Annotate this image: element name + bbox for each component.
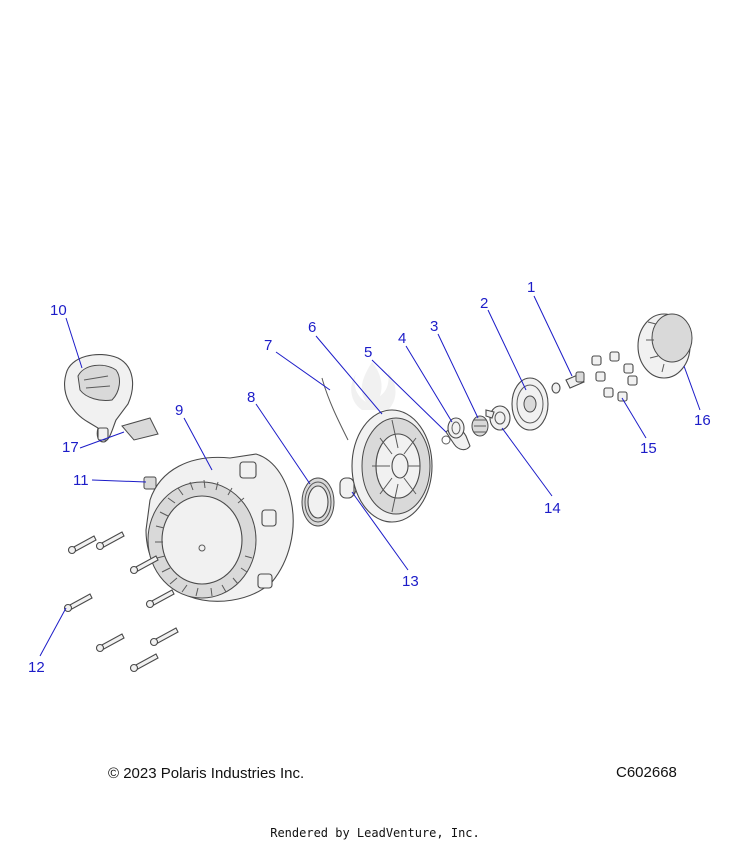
callout-7[interactable]: 7 [264, 337, 272, 354]
leader-16 [683, 365, 701, 411]
watermark-flame-logo [351, 362, 396, 410]
leader-12 [39, 607, 67, 657]
part-16-cup [637, 313, 693, 379]
watermark [351, 362, 396, 410]
leader-17 [79, 431, 125, 449]
part-13-spacer [339, 477, 357, 499]
callout-13[interactable]: 13 [402, 573, 419, 590]
callout-6[interactable]: 6 [308, 319, 316, 336]
callout-4[interactable]: 4 [398, 330, 406, 347]
leader-2 [487, 309, 527, 391]
part-4-spring-clip [447, 417, 465, 439]
part-10-handle [64, 354, 134, 443]
leader-3 [437, 333, 479, 419]
callout-2[interactable]: 2 [480, 295, 488, 312]
leader-7 [275, 351, 331, 391]
part-2-friction-plate [511, 377, 549, 431]
leader-10 [65, 317, 83, 369]
callout-3[interactable]: 3 [430, 318, 438, 335]
leader-5 [371, 359, 447, 433]
part-7-rope [321, 377, 349, 441]
leader-4 [405, 345, 453, 423]
callout-9[interactable]: 9 [175, 402, 183, 419]
callout-1[interactable]: 1 [527, 279, 535, 296]
callout-14[interactable]: 14 [544, 500, 561, 517]
part-9-housing [145, 453, 294, 602]
callout-labels: 1 2 3 4 5 6 7 8 9 10 11 12 13 14 15 16 1… [28, 279, 711, 676]
leader-8 [255, 403, 311, 485]
leader-6 [315, 335, 383, 415]
part-12-screws [63, 531, 179, 673]
part-14-retainer [485, 405, 511, 431]
diagram-id: C602668 [616, 764, 677, 781]
part-15-nuts [591, 351, 638, 402]
leader-1 [533, 295, 573, 377]
callout-10[interactable]: 10 [50, 302, 67, 319]
leader-lines [39, 295, 701, 657]
leader-15 [621, 397, 647, 439]
part-1-bolt [551, 371, 585, 394]
callout-8[interactable]: 8 [247, 389, 255, 406]
callout-12[interactable]: 12 [28, 659, 45, 676]
callout-15[interactable]: 15 [640, 440, 657, 457]
callout-5[interactable]: 5 [364, 344, 372, 361]
part-6-pulley [351, 409, 433, 523]
callout-17[interactable]: 17 [62, 439, 79, 456]
leader-11 [91, 479, 147, 483]
leader-13 [351, 491, 409, 571]
callout-11[interactable]: 11 [73, 472, 89, 489]
leader-14 [501, 427, 553, 497]
part-17-insert [121, 417, 159, 441]
callout-16[interactable]: 16 [694, 412, 711, 429]
rendered-by-notice: Rendered by LeadVenture, Inc. [270, 826, 480, 840]
part-8-spring [301, 477, 335, 527]
leader-9 [183, 417, 213, 471]
part-11-bushing [143, 476, 157, 490]
copyright-notice: © 2023 Polaris Industries Inc. [108, 765, 305, 782]
part-3-friction-spring [471, 415, 489, 437]
